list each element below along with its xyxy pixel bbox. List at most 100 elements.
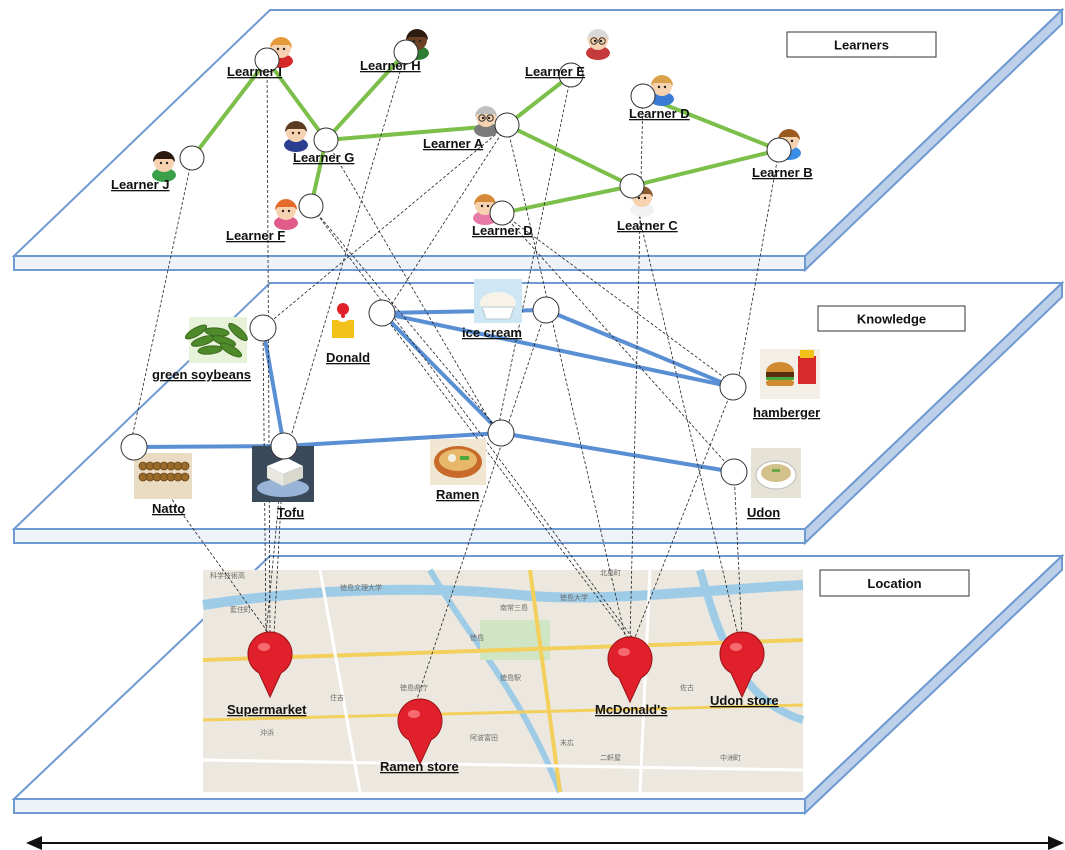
layer-front-edge (13, 528, 806, 544)
soybeans-image (184, 317, 248, 363)
map-road (528, 569, 562, 793)
cross-layer-link (736, 149, 780, 388)
layer-side-edge (804, 7, 1063, 273)
title-box (817, 305, 966, 332)
avatar-body (284, 138, 308, 152)
map-pin-icon[interactable] (397, 698, 443, 766)
knowledge-label: Udon (747, 505, 780, 520)
cross-layer-link (631, 185, 739, 636)
tofu-side (283, 466, 303, 486)
knowledge-link (283, 431, 502, 448)
learner-node[interactable] (313, 127, 339, 153)
knowledge-node[interactable] (368, 299, 396, 327)
map-place-label: 科学技術高 (210, 571, 245, 580)
knowledge-node[interactable] (532, 296, 560, 324)
knowledge-node[interactable] (487, 419, 515, 447)
burger-fries-image (760, 349, 820, 399)
avatar-eye (663, 85, 667, 89)
udon-bowl-image (751, 448, 801, 498)
knowledge-node[interactable] (719, 373, 747, 401)
map-place-label: 住吉 (330, 693, 344, 702)
map-place-label: 沖浜 (260, 728, 274, 737)
learner-node[interactable] (393, 39, 419, 65)
learner-node[interactable] (494, 112, 520, 138)
avatar-hair (474, 194, 496, 205)
ramen-bowl-image (430, 439, 486, 485)
knowledge-label: Natto (152, 501, 185, 516)
avatar-body (474, 123, 498, 137)
fries-box (798, 356, 816, 384)
avatar-hair (475, 106, 497, 117)
avatar-hair (587, 29, 609, 40)
avatar-hair (270, 37, 292, 48)
learner-node[interactable] (630, 83, 656, 109)
map-pin-icon[interactable] (247, 631, 293, 699)
knowledge-link (380, 311, 503, 435)
map-pin-icon[interactable] (607, 636, 653, 704)
avatar-glasses (590, 37, 598, 45)
map-road (318, 569, 362, 793)
cross-layer-link (262, 124, 508, 329)
learner-label: Learner G (293, 150, 354, 165)
knowledge-node[interactable] (249, 314, 277, 342)
learner-label: Learner E (525, 64, 585, 79)
cross-layer-link (385, 124, 508, 314)
map-place-label: 中洲町 (720, 753, 741, 762)
learner-label: Learner D (472, 223, 533, 238)
burger-lettuce (766, 377, 794, 380)
learner-node[interactable] (254, 47, 280, 73)
learners-layer-title: Learners (786, 31, 937, 58)
woman-brown-avatar-icon (284, 121, 308, 152)
cross-layer-link (325, 139, 498, 434)
learner-node[interactable] (489, 200, 515, 226)
knowledge-node[interactable] (270, 432, 298, 460)
soybean-pod (197, 345, 223, 355)
cross-layer-link (129, 157, 193, 448)
knowledge-link (381, 311, 734, 389)
cross-layer-link (262, 327, 267, 636)
mascot-hair (337, 303, 349, 315)
knowledge-node[interactable] (120, 433, 148, 461)
knowledge-node[interactable] (720, 458, 748, 486)
learner-node[interactable] (298, 193, 324, 219)
pin-highlight (730, 643, 742, 651)
soybean-pod (219, 342, 243, 358)
avatar-eye (287, 209, 291, 213)
title-box (786, 31, 937, 58)
learner-node[interactable] (179, 145, 205, 171)
mascot-suit (332, 320, 354, 338)
avatar-hair (275, 199, 297, 210)
clown-mascot-image (332, 303, 354, 338)
cross-layer-link (506, 124, 627, 641)
cross-layer-link (415, 309, 547, 703)
map-place-label: 徳島文理大学 (340, 583, 382, 592)
learner-node[interactable] (558, 62, 584, 88)
knowledge-layer-title: Knowledge (817, 305, 966, 332)
map-place-label: 南常三島 (500, 603, 528, 612)
location-label: McDonald's (595, 702, 667, 717)
knowledge-label: Tofu (277, 505, 304, 520)
avatar-glasses (598, 37, 606, 45)
learner-link (505, 73, 573, 127)
map-place-label: 阿波富田 (470, 733, 498, 742)
learner-node[interactable] (766, 137, 792, 163)
pin-highlight (618, 648, 630, 656)
old-man-avatar-icon (474, 106, 498, 137)
map-river (427, 568, 563, 794)
avatar-eye (165, 161, 169, 165)
avatar-eye (281, 209, 285, 213)
knowledge-label: ice cream (462, 325, 522, 340)
avatar-body (274, 216, 298, 230)
learner-link (190, 58, 269, 160)
map-pin-icon[interactable] (719, 631, 765, 699)
location-label: Ramen store (380, 759, 459, 774)
cross-layer-link (310, 205, 502, 434)
avatar-eye (790, 139, 794, 143)
avatar-eye (486, 204, 490, 208)
tofu-side (267, 466, 283, 486)
udon-broth (761, 464, 791, 482)
soybean-pod (228, 322, 248, 342)
learner-node[interactable] (619, 173, 645, 199)
avatar-eye (593, 39, 597, 43)
tofu-block-image (252, 446, 314, 502)
